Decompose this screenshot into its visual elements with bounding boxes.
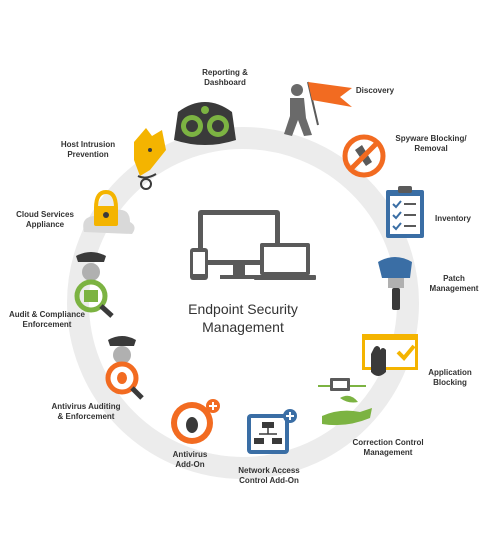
label-cloud-services: Cloud Services Appliance bbox=[8, 210, 82, 230]
label-audit-compliance: Audit & Compliance Enforcement bbox=[2, 310, 92, 330]
label-line: Blocking bbox=[433, 378, 467, 387]
person-with-flag-icon bbox=[284, 81, 352, 136]
label-line: Host Intrusion bbox=[60, 140, 116, 149]
label-line: Prevention bbox=[67, 150, 109, 159]
cloud-padlock-icon bbox=[83, 189, 135, 234]
label-host-intrusion: Host Intrusion Prevention bbox=[52, 140, 124, 160]
label-line: Antivirus Auditing bbox=[51, 402, 121, 411]
label-line: Network Access bbox=[238, 466, 300, 475]
label-network-access-control: Network Access Control Add-On bbox=[228, 466, 310, 486]
label-line: Cloud Services bbox=[16, 210, 74, 219]
label-line: Application bbox=[428, 368, 472, 377]
network-diagram-icon bbox=[247, 409, 297, 454]
label-line: Correction Control bbox=[352, 438, 424, 447]
label-patch-management: Patch Management bbox=[424, 274, 484, 294]
label-discovery: Discovery bbox=[345, 86, 405, 96]
no-spyware-icon bbox=[342, 134, 386, 178]
label-line: Antivirus bbox=[172, 450, 208, 459]
bug-antivirus-icon bbox=[171, 399, 220, 444]
label-line: Discovery bbox=[355, 86, 395, 95]
officer-magnifier-icon bbox=[74, 252, 114, 318]
label-line: Spyware Blocking/ bbox=[395, 134, 467, 143]
center-title: Endpoint Security Management bbox=[158, 300, 328, 336]
label-antivirus-add-on: Antivirus Add-On bbox=[160, 450, 220, 470]
hand-plant-icon bbox=[318, 378, 372, 426]
label-line: Dashboard bbox=[204, 78, 246, 87]
label-line: & Enforcement bbox=[57, 412, 115, 421]
officer-bug-magnifier-icon bbox=[105, 336, 144, 400]
label-line: Removal bbox=[414, 144, 448, 153]
label-reporting-dashboard: Reporting & Dashboard bbox=[190, 68, 260, 88]
label-line: Patch bbox=[443, 274, 465, 283]
label-line: Control Add-On bbox=[239, 476, 299, 485]
label-line: Audit & Compliance bbox=[8, 310, 85, 319]
label-line: Management bbox=[363, 448, 413, 457]
label-application-blocking: Application Blocking bbox=[420, 368, 480, 388]
patch-brush-icon bbox=[378, 257, 412, 310]
label-correction-control: Correction Control Management bbox=[338, 438, 438, 458]
clipboard-checklist-icon bbox=[386, 186, 424, 238]
guard-dog-icon bbox=[134, 128, 166, 190]
label-line: Add-On bbox=[175, 460, 205, 469]
label-line: Appliance bbox=[25, 220, 65, 229]
label-line: Inventory bbox=[434, 214, 471, 223]
devices-icon bbox=[190, 210, 316, 280]
label-antivirus-auditing: Antivirus Auditing & Enforcement bbox=[40, 402, 132, 422]
label-line: Enforcement bbox=[22, 320, 72, 329]
hand-stop-window-icon bbox=[362, 334, 418, 376]
label-line: Management bbox=[429, 284, 479, 293]
label-line: Reporting & bbox=[202, 68, 248, 77]
label-inventory: Inventory bbox=[428, 214, 478, 224]
center-title-line1: Endpoint Security bbox=[188, 301, 298, 317]
label-spyware-blocking: Spyware Blocking/ Removal bbox=[386, 134, 476, 154]
dashboard-gauges-icon bbox=[174, 102, 236, 145]
center-title-line2: Management bbox=[202, 319, 284, 335]
